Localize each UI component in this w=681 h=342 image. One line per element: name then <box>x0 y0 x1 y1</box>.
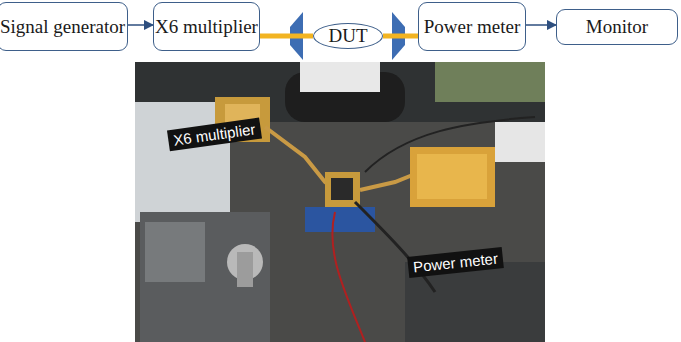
process-box: Power meter <box>418 2 526 51</box>
node-label: Power meter <box>424 16 521 37</box>
waveguide-line <box>260 34 313 39</box>
process-box: Monitor <box>556 9 678 45</box>
node-label: X6 multiplier <box>155 16 258 37</box>
process-box: Signal generator <box>0 2 128 51</box>
node-label: Signal generator <box>0 16 125 37</box>
device-ellipse: DUT <box>313 23 383 49</box>
setup-photo <box>135 62 545 342</box>
node-label: DUT <box>328 25 367 46</box>
signal-arrow <box>526 24 556 26</box>
waveguide-line <box>383 34 418 39</box>
node-label: Monitor <box>586 16 648 37</box>
signal-arrow <box>128 24 153 26</box>
process-box: X6 multiplier <box>153 2 260 51</box>
